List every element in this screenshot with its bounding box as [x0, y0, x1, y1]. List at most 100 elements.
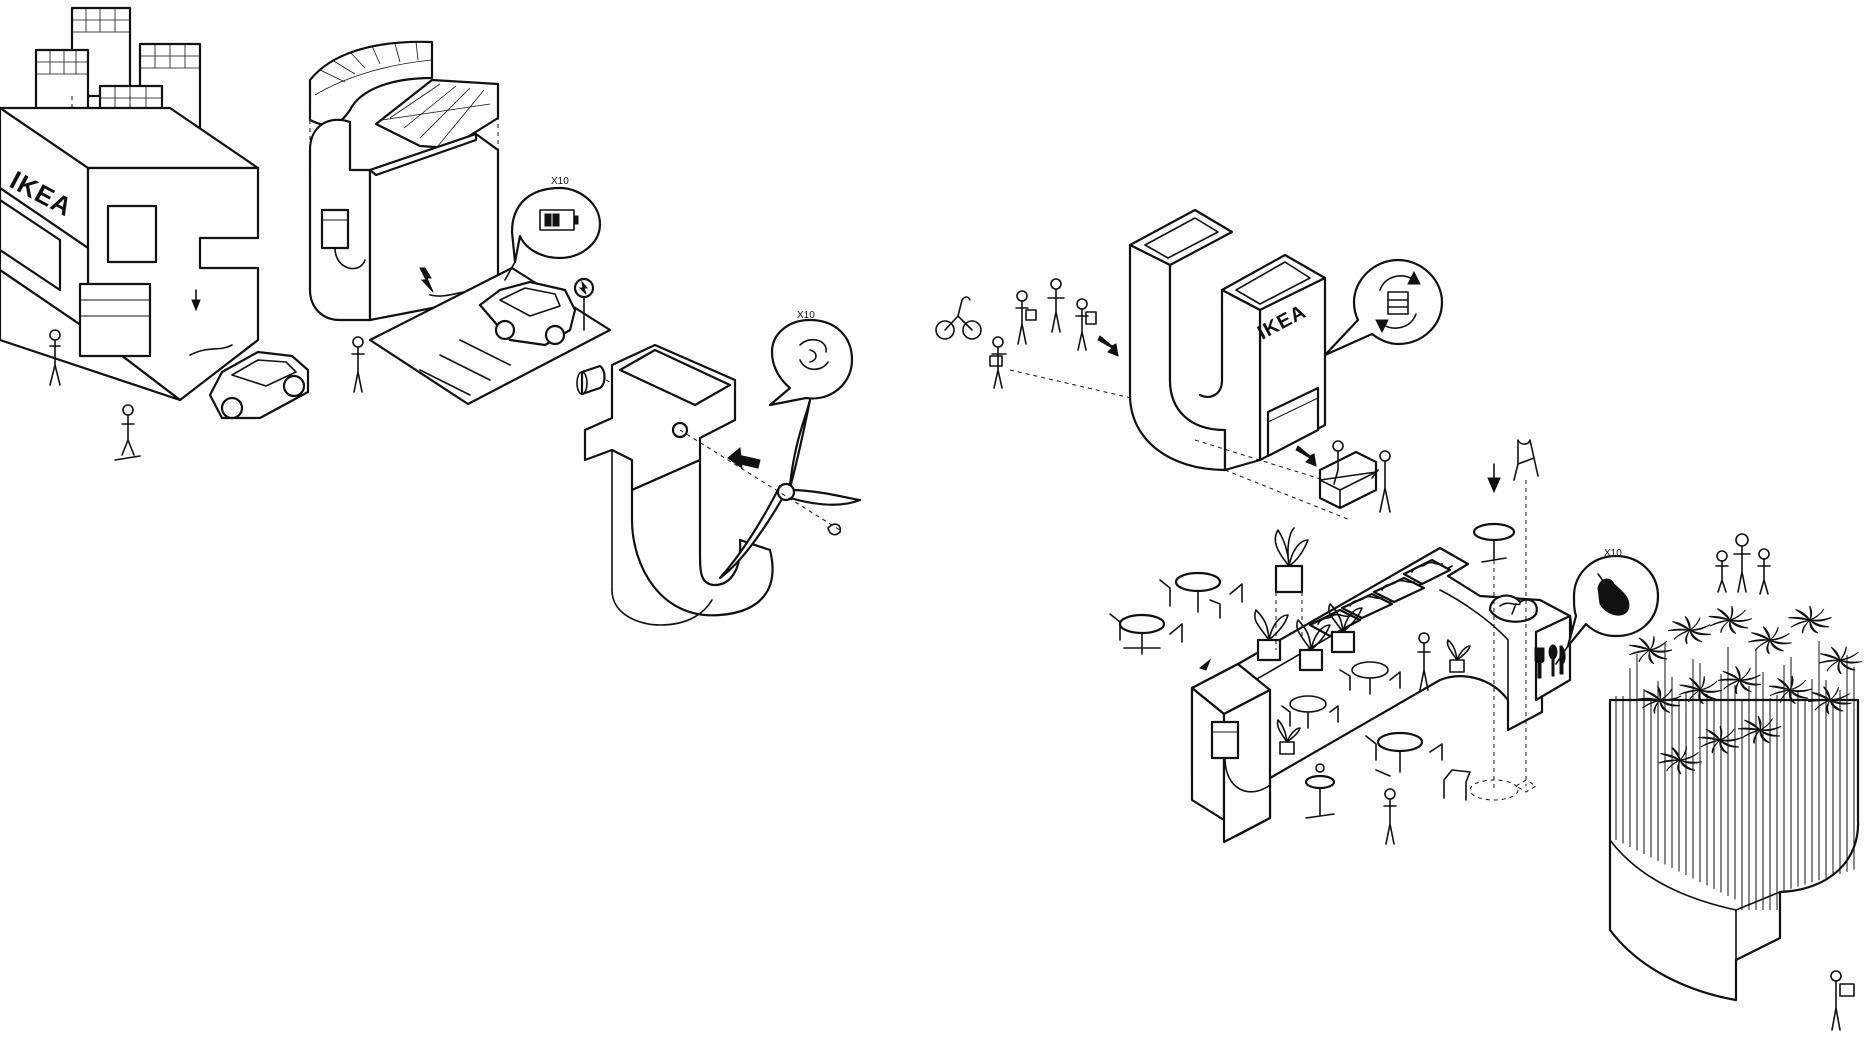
wind-turbine-icon [679, 398, 862, 580]
plug-icon [419, 267, 434, 293]
wind-turbine-icon: X10 [768, 310, 854, 407]
cafe-table [1281, 695, 1339, 729]
bamboo-leaf [1667, 628, 1691, 632]
bamboo-leaf [1641, 699, 1661, 709]
bamboo-leaf [1689, 629, 1712, 636]
bamboo-leaf [1649, 649, 1673, 653]
person-figure [1047, 278, 1065, 333]
bamboo-leaf [1789, 675, 1794, 691]
letter-t-building [583, 343, 774, 626]
bamboo-leaf [1649, 649, 1667, 660]
letter-a-building [308, 40, 612, 406]
bamboo-leaf [1688, 689, 1701, 703]
person-figure [1332, 440, 1344, 485]
food-tray [1308, 558, 1452, 638]
electric-car [478, 280, 577, 347]
bamboo-leaf [1829, 699, 1844, 712]
bamboo-leaf [1769, 632, 1790, 641]
bamboo-leaf [1751, 632, 1771, 641]
bamboo-leaf [1659, 699, 1670, 714]
bamboo-leaf [1737, 727, 1761, 731]
bamboo-leaf [1679, 746, 1688, 761]
multiplier-label: X10 [797, 310, 815, 321]
bamboo-leaf [1638, 649, 1651, 663]
bamboo-leaf [1759, 718, 1774, 731]
cafe-table [1365, 731, 1443, 777]
charging-station-icon [573, 277, 595, 331]
bamboo-leaf [1809, 616, 1832, 622]
bamboo-leaf [1708, 615, 1731, 621]
skateboarder-figure [114, 404, 141, 461]
bamboo-leaf [1711, 739, 1721, 754]
potted-plant [1276, 719, 1301, 755]
bamboo-leaf [1658, 759, 1681, 764]
cafe-table [1339, 661, 1401, 695]
bamboo-leaf [1649, 640, 1668, 651]
bamboo-leaf [1723, 679, 1741, 690]
person-figure [351, 336, 365, 393]
bamboo-leaf [1729, 619, 1749, 629]
bamboo-planter [1608, 605, 1862, 1002]
bamboo-leaf [1809, 619, 1830, 628]
bamboo-leaf [1719, 729, 1735, 741]
dropped-furniture [1469, 439, 1539, 801]
bamboo-leaf [1689, 624, 1711, 631]
bamboo-leaf [1801, 619, 1811, 634]
bamboo-leaf [1739, 679, 1761, 686]
bamboo-leaf [1719, 725, 1723, 741]
bamboo-leaf [1678, 689, 1701, 696]
person-figure [1830, 970, 1855, 1031]
bamboo-leaf [1685, 629, 1691, 645]
bamboo-leaf [1729, 609, 1746, 621]
bamboo-leaf [1719, 739, 1740, 748]
bamboo-leaf [1739, 674, 1761, 681]
bamboo-leaf [1643, 689, 1661, 701]
potted-plant [1446, 639, 1471, 673]
restaurant-building [1190, 527, 1573, 844]
bamboo-leaf [1684, 615, 1691, 631]
letter-u-building: IKEA [1128, 208, 1327, 472]
bamboo-leaf [1829, 699, 1852, 705]
bamboo-leaf [1648, 649, 1655, 665]
bamboo-leaf [1728, 619, 1737, 634]
bamboo-leaf [1699, 689, 1723, 693]
bamboo-leaf [1748, 639, 1771, 643]
bamboo-leaf [1637, 697, 1661, 701]
bamboo-leaf [1677, 759, 1682, 775]
bamboo-leaf [1649, 636, 1655, 651]
bamboo-leaf [1679, 759, 1702, 764]
bamboo-leaf [1744, 719, 1761, 731]
bamboo-leaf [1660, 753, 1681, 761]
bamboo-leaf [1809, 608, 1825, 621]
bamboo-leaf [1789, 679, 1807, 691]
bamboo-leaf [1698, 736, 1721, 741]
bamboo-leaf [1839, 659, 1856, 671]
bamboo-leaf [1839, 651, 1859, 661]
solar-panel-icon [308, 40, 500, 160]
bamboo-leaf [1789, 689, 1808, 699]
bamboo-leaf [1698, 689, 1704, 705]
bamboo-leaf [1720, 619, 1731, 633]
bamboo-leaf [1719, 737, 1742, 742]
bamboo-leaf [1705, 728, 1721, 741]
bamboo-leaf [1739, 667, 1751, 681]
bamboo-leaf [1759, 729, 1770, 744]
bamboo-leaf [1766, 639, 1771, 655]
bamboo-leaf [1657, 685, 1662, 701]
bamboo-leaf [1757, 715, 1762, 731]
family-figure [1715, 533, 1771, 595]
multiplier-label: X10 [1604, 548, 1622, 559]
bamboo-leaf [1759, 725, 1782, 732]
bamboo-leaf [1672, 621, 1691, 631]
bamboo-leaf [1769, 626, 1779, 641]
bamboo-leaf [1837, 659, 1842, 675]
bamboo-leaf [1811, 691, 1831, 701]
bamboo-leaf [1814, 699, 1831, 711]
bamboo-leaf [1809, 605, 1813, 621]
standing-table [1304, 763, 1336, 819]
bamboo-leaf [1659, 699, 1681, 707]
bamboo-leaf [1789, 688, 1813, 693]
bamboo-leaf [1769, 639, 1784, 652]
bamboo-leaf [1768, 685, 1791, 691]
bamboo-leaf [1709, 619, 1731, 627]
